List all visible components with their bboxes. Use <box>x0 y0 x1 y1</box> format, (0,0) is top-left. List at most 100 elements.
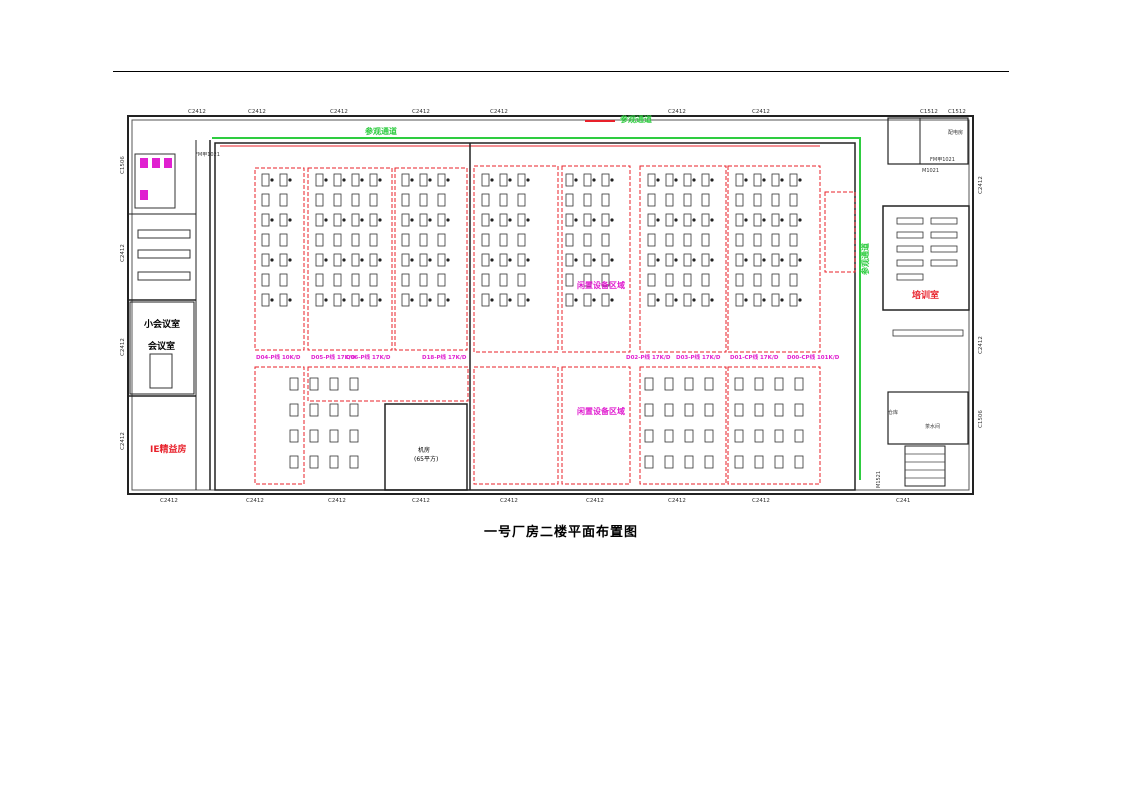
label-visit-route-3: 参观通道 <box>860 243 870 276</box>
workstation <box>565 213 574 227</box>
operator-dot <box>428 258 432 262</box>
operator-dot <box>692 178 696 182</box>
window-label-left: C2412 <box>120 432 126 450</box>
workstations <box>261 173 804 469</box>
workstation <box>754 403 764 417</box>
workstation <box>289 429 299 443</box>
workstation <box>329 455 339 469</box>
workstation <box>261 233 270 247</box>
workstation <box>774 429 784 443</box>
workstation <box>329 403 339 417</box>
workstation <box>701 173 710 187</box>
operator-dot <box>780 218 784 222</box>
workstation <box>565 173 574 187</box>
operator-dot <box>428 218 432 222</box>
workstation <box>683 273 692 287</box>
workstation <box>683 293 692 307</box>
workstation <box>309 455 319 469</box>
workstation <box>499 193 508 207</box>
workstation <box>647 173 656 187</box>
workstation <box>771 193 780 207</box>
workstation <box>315 213 324 227</box>
workstation <box>315 173 324 187</box>
operator-dot <box>342 298 346 302</box>
workstation <box>664 455 674 469</box>
window-label-left: C2412 <box>120 244 126 262</box>
workstation <box>701 253 710 267</box>
operator-dot <box>324 178 328 182</box>
workstation <box>794 455 804 469</box>
workstation <box>279 213 288 227</box>
operator-dot <box>744 298 748 302</box>
operator-dot <box>692 298 696 302</box>
stair-block <box>904 445 946 487</box>
workstation <box>601 273 610 287</box>
production-hall <box>214 142 856 491</box>
operator-dot <box>762 218 766 222</box>
workstation <box>351 253 360 267</box>
window-label-bottom: C2412 <box>586 498 604 504</box>
header-rule <box>113 71 1009 72</box>
workstation <box>481 293 490 307</box>
office-desks <box>137 229 191 281</box>
workstation <box>704 403 714 417</box>
label-door-2: FM甲1021 <box>930 157 955 163</box>
workstation <box>753 213 762 227</box>
operator-dot <box>288 218 292 222</box>
operator-dot <box>490 178 494 182</box>
workstation <box>701 213 710 227</box>
line-zones-lower <box>254 366 821 485</box>
workstation <box>735 293 744 307</box>
window-label-bottom: C241 <box>896 498 910 504</box>
workstation <box>565 273 574 287</box>
operator-dot <box>378 258 382 262</box>
workstation <box>279 233 288 247</box>
operator-dot <box>744 258 748 262</box>
workstation <box>437 293 446 307</box>
workstation <box>789 293 798 307</box>
operator-dot <box>270 298 274 302</box>
workstation <box>583 193 592 207</box>
workstation <box>401 253 410 267</box>
pantry-room <box>887 391 969 445</box>
workstation <box>583 233 592 247</box>
workstation <box>565 233 574 247</box>
window-label-bottom: C2412 <box>412 498 430 504</box>
operator-dot <box>324 298 328 302</box>
workstation <box>351 273 360 287</box>
workstation <box>499 273 508 287</box>
workstation <box>351 193 360 207</box>
workstation <box>583 253 592 267</box>
workstation <box>753 233 762 247</box>
workstation <box>481 213 490 227</box>
workstation <box>369 193 378 207</box>
workstation <box>349 429 359 443</box>
workstation <box>684 455 694 469</box>
operator-dot <box>692 218 696 222</box>
operator-dot <box>526 178 530 182</box>
window-label-top: C2412 <box>248 109 266 115</box>
operator-dot <box>798 178 802 182</box>
operator-dot <box>508 218 512 222</box>
operator-dot <box>780 258 784 262</box>
workstation <box>437 213 446 227</box>
workstation <box>601 253 610 267</box>
workstation <box>333 173 342 187</box>
operator-dot <box>780 178 784 182</box>
workstation <box>583 273 592 287</box>
workstation <box>315 293 324 307</box>
workstation <box>665 213 674 227</box>
workstation <box>665 233 674 247</box>
workstation <box>704 455 714 469</box>
operator-dot <box>674 298 678 302</box>
workstation <box>419 173 428 187</box>
workstation <box>369 233 378 247</box>
label-training: 培训室 <box>912 289 939 301</box>
operator-dot <box>610 298 614 302</box>
workstation <box>329 377 339 391</box>
workstation <box>794 377 804 391</box>
workstation <box>437 233 446 247</box>
workstation <box>517 233 526 247</box>
workstation <box>735 273 744 287</box>
